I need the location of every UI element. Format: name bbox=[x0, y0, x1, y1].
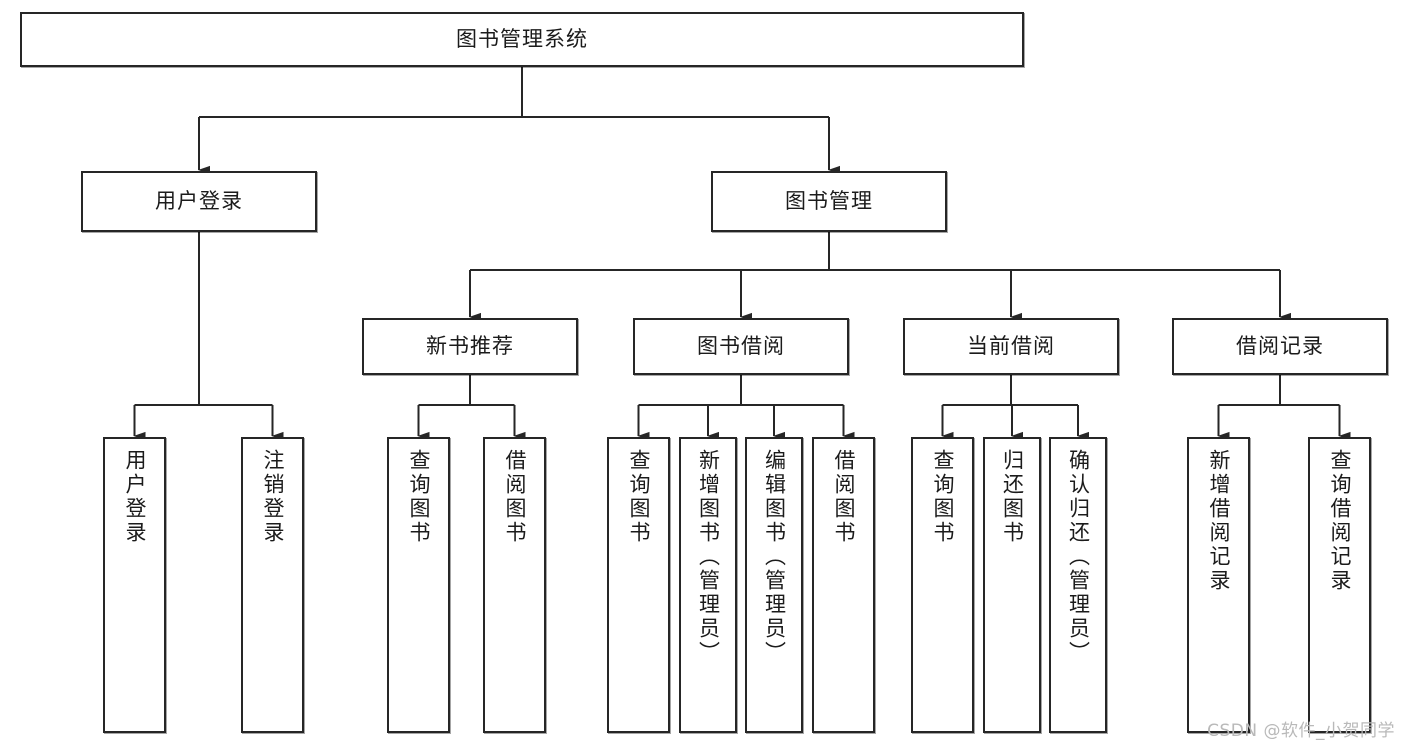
node-borrow[interactable]: 图书借阅 bbox=[633, 318, 849, 375]
node-leaf12[interactable]: 新增借阅记录 bbox=[1187, 437, 1250, 733]
node-leaf4[interactable]: 借阅图书 bbox=[483, 437, 546, 733]
node-label-current: 当前借阅 bbox=[967, 334, 1055, 359]
node-label-leaf1: 用户登录 bbox=[123, 449, 147, 545]
node-newbook[interactable]: 新书推荐 bbox=[362, 318, 578, 375]
node-label-leaf6: 新增图书（管理员） bbox=[696, 449, 721, 665]
node-leaf5[interactable]: 查询图书 bbox=[607, 437, 670, 733]
node-label-leaf7: 编辑图书（管理员） bbox=[762, 449, 787, 665]
node-label-leaf11: 确认归还（管理员） bbox=[1066, 449, 1091, 665]
node-label-leaf2: 注销登录 bbox=[261, 449, 285, 545]
node-label-leaf8: 借阅图书 bbox=[832, 449, 856, 545]
node-label-leaf9: 查询图书 bbox=[931, 449, 955, 545]
node-leaf7[interactable]: 编辑图书（管理员） bbox=[745, 437, 803, 733]
node-label-root: 图书管理系统 bbox=[456, 27, 588, 52]
node-leaf1[interactable]: 用户登录 bbox=[103, 437, 166, 733]
node-login[interactable]: 用户登录 bbox=[81, 171, 317, 232]
node-leaf6[interactable]: 新增图书（管理员） bbox=[679, 437, 737, 733]
node-label-leaf13: 查询借阅记录 bbox=[1328, 449, 1352, 593]
node-leaf13[interactable]: 查询借阅记录 bbox=[1308, 437, 1371, 733]
node-current[interactable]: 当前借阅 bbox=[903, 318, 1119, 375]
node-leaf9[interactable]: 查询图书 bbox=[911, 437, 974, 733]
node-label-leaf4: 借阅图书 bbox=[503, 449, 527, 545]
node-leaf8[interactable]: 借阅图书 bbox=[812, 437, 875, 733]
node-leaf11[interactable]: 确认归还（管理员） bbox=[1049, 437, 1107, 733]
node-leaf2[interactable]: 注销登录 bbox=[241, 437, 304, 733]
node-root[interactable]: 图书管理系统 bbox=[20, 12, 1024, 67]
watermark-text: CSDN @软件_小贺同学 bbox=[1207, 721, 1395, 741]
node-label-leaf3: 查询图书 bbox=[407, 449, 431, 545]
node-label-newbook: 新书推荐 bbox=[426, 334, 514, 359]
node-label-bookmgmt: 图书管理 bbox=[785, 189, 873, 214]
node-label-leaf12: 新增借阅记录 bbox=[1207, 449, 1231, 593]
node-leaf10[interactable]: 归还图书 bbox=[983, 437, 1041, 733]
node-leaf3[interactable]: 查询图书 bbox=[387, 437, 450, 733]
node-records[interactable]: 借阅记录 bbox=[1172, 318, 1388, 375]
node-label-login: 用户登录 bbox=[155, 189, 243, 214]
node-label-leaf5: 查询图书 bbox=[627, 449, 651, 545]
node-label-borrow: 图书借阅 bbox=[697, 334, 785, 359]
node-label-leaf10: 归还图书 bbox=[1000, 449, 1025, 545]
node-bookmgmt[interactable]: 图书管理 bbox=[711, 171, 947, 232]
node-label-records: 借阅记录 bbox=[1236, 334, 1324, 359]
edge-group bbox=[133, 67, 1351, 441]
